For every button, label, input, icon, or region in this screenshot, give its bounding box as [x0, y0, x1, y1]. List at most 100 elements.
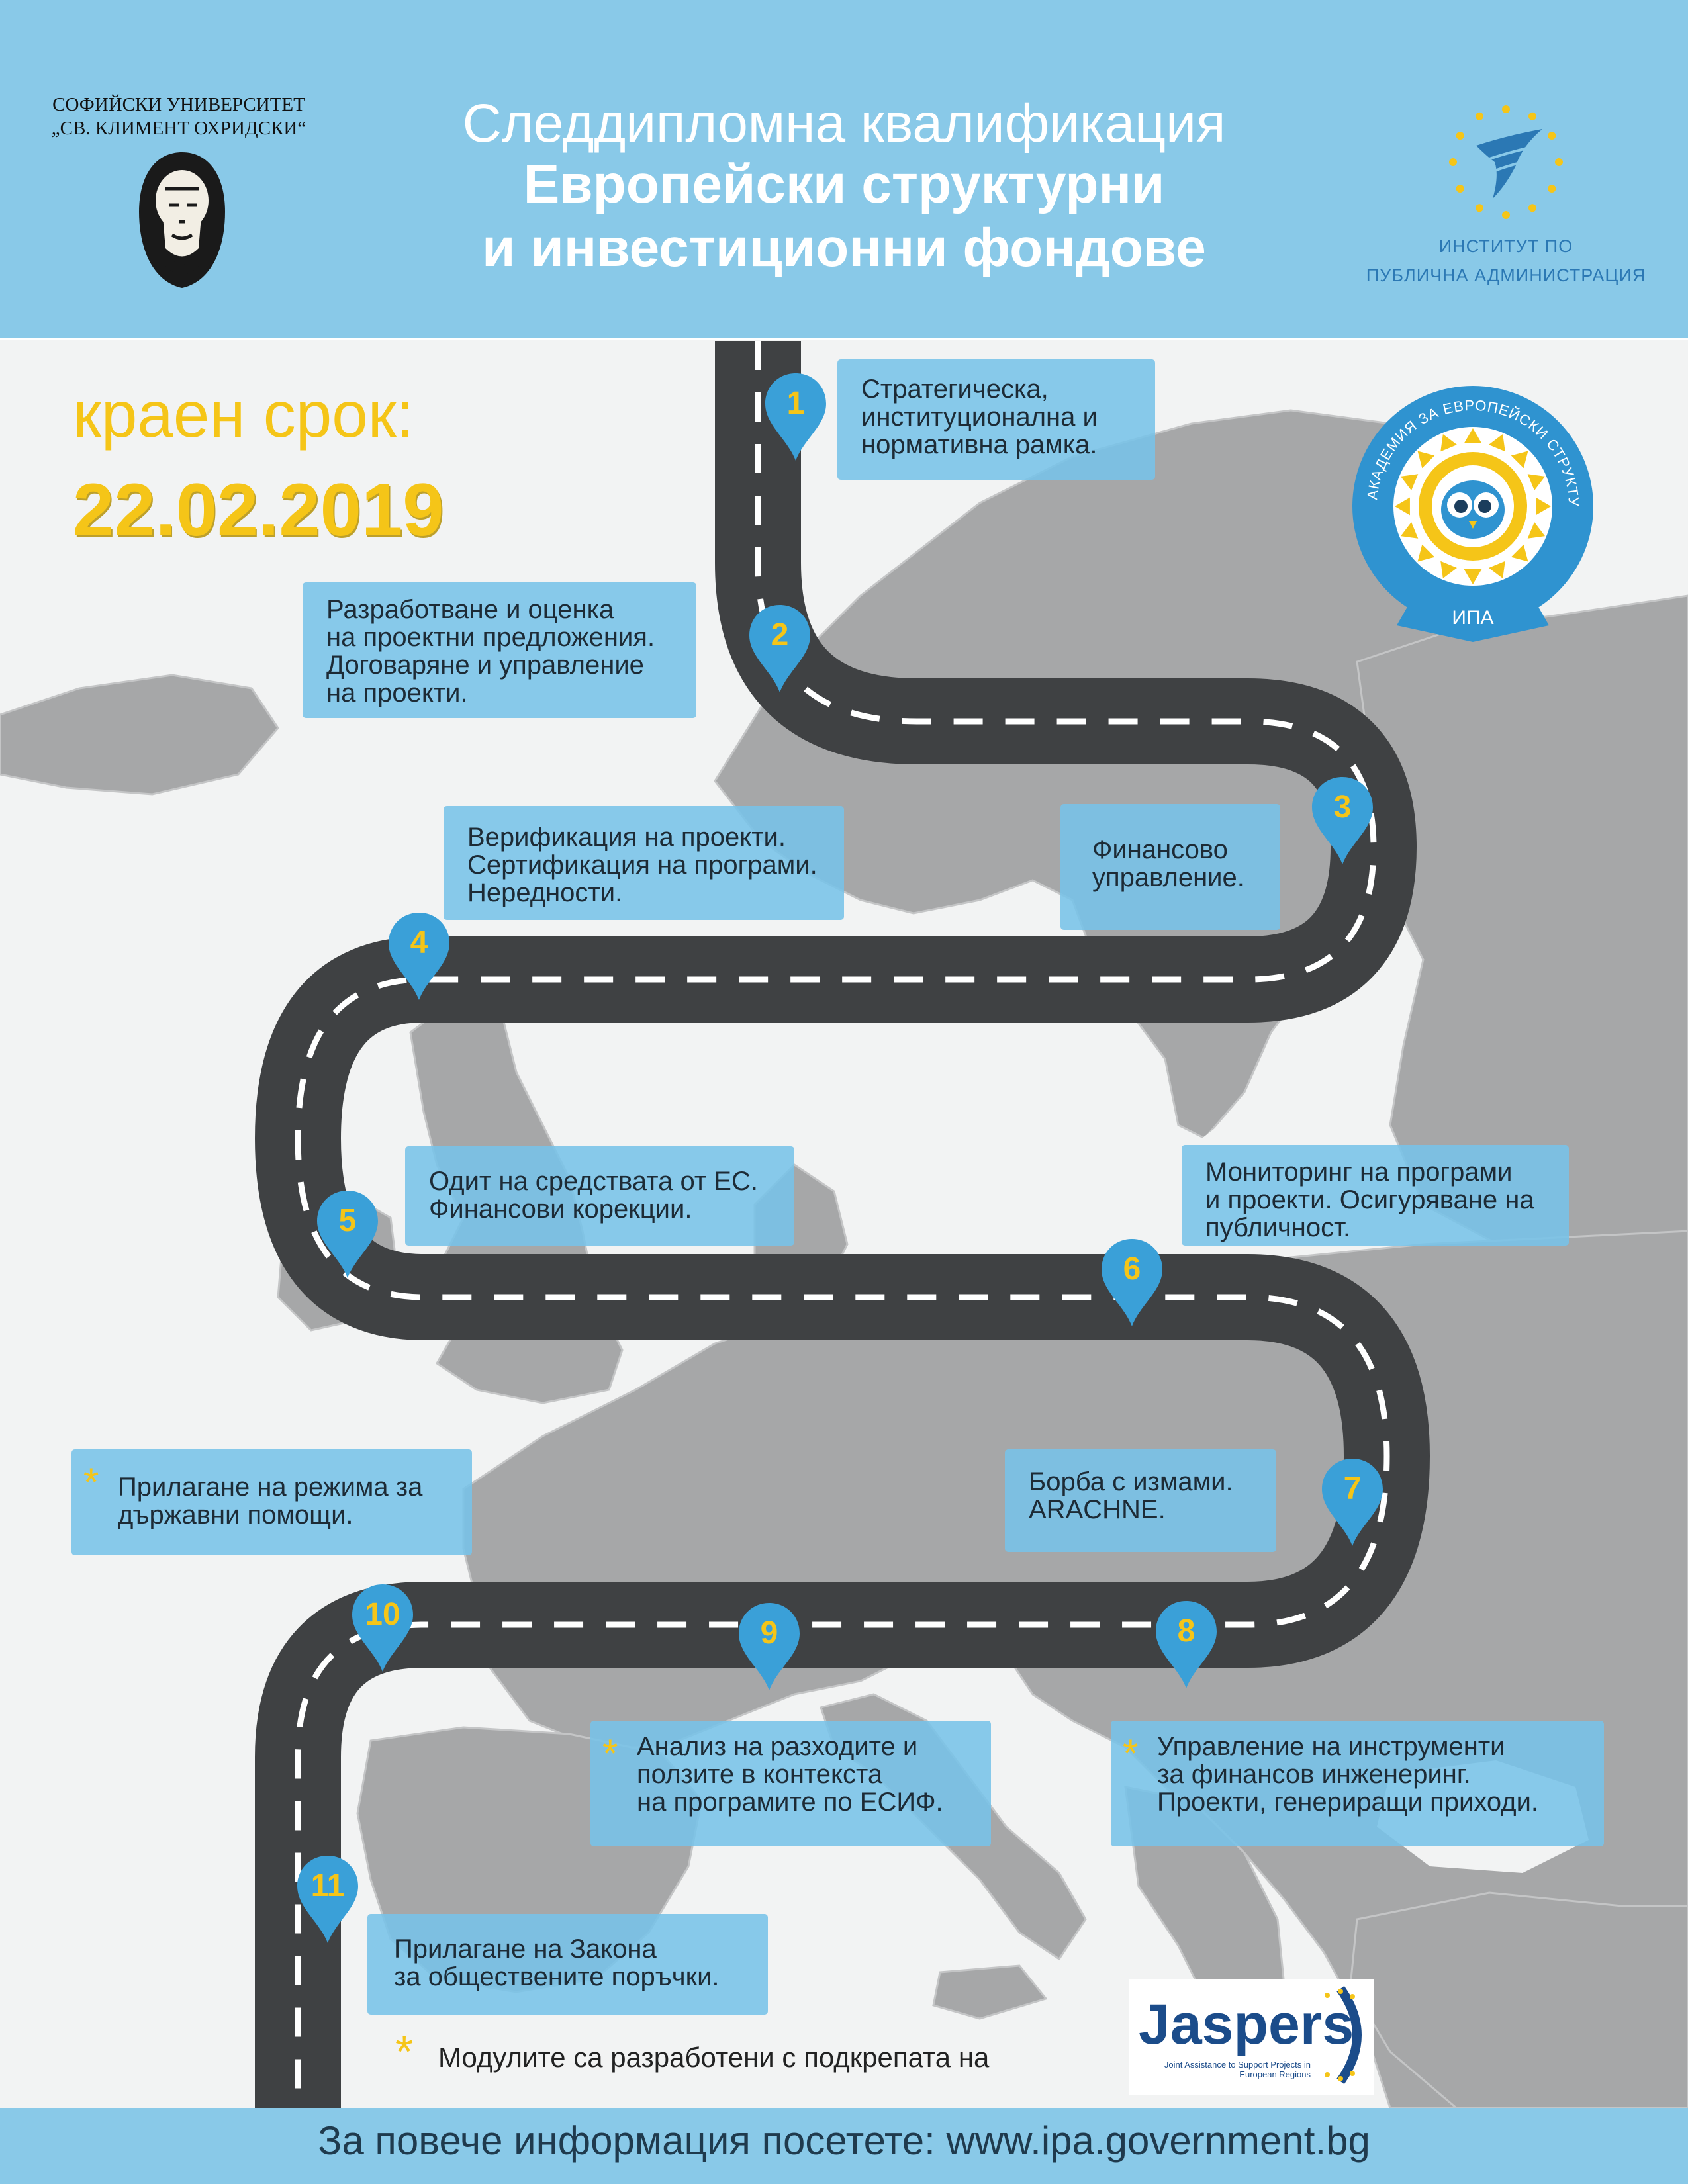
- eu-star-icon: [1449, 158, 1457, 166]
- module-7-text: Борба с измами.: [1029, 1467, 1233, 1496]
- eu-star-icon: [1528, 112, 1536, 120]
- module-2-box: Разработване и оценка на проектни предло…: [303, 582, 696, 718]
- page-title-line1: Следдипломна квалификация: [462, 93, 1226, 154]
- eu-star-icon: [1476, 204, 1483, 212]
- module-7-box: Борба с измами. ARACHNE.: [1005, 1449, 1276, 1552]
- module-4-text: Сертификация на програми.: [467, 850, 818, 880]
- footer-bar: [0, 2108, 1688, 2184]
- eu-stars-bird-logo-icon: [1449, 105, 1563, 219]
- map-pin-icon: [1102, 1239, 1162, 1326]
- module-5-box: Одит на средствата от ЕС. Финансови коре…: [405, 1146, 794, 1246]
- university-name: СОФИЙСКИ УНИВЕРСИТЕТ „СВ. КЛИМЕНТ ОХРИДС…: [40, 93, 318, 140]
- map-pin-icon: [352, 1584, 413, 1672]
- sun-ray-icon: [1417, 544, 1435, 562]
- page-title-line3: и инвестиционни фондове: [482, 218, 1206, 278]
- sun-ray-icon: [1400, 522, 1419, 539]
- sun-ray-icon: [1511, 451, 1528, 469]
- pin-7: 7: [1319, 1456, 1385, 1549]
- pin-5: 5: [314, 1188, 381, 1281]
- pin-3: 3: [1309, 774, 1376, 867]
- pin-3-number: 3: [1333, 790, 1352, 825]
- university-name-line1: СОФИЙСКИ УНИВЕРСИТЕТ: [52, 94, 305, 115]
- module-3-text: управление.: [1092, 863, 1244, 892]
- module-9-text: на програмите по ЕСИФ.: [637, 1788, 943, 1817]
- map-pin-icon: [739, 1603, 800, 1690]
- module-2-text: Договаряне и управление: [326, 651, 644, 680]
- jaspers-logo-subtitle: Joint Assistance to Support Projects in …: [1164, 2060, 1311, 2079]
- module-5-text: Финансови корекции.: [429, 1195, 692, 1224]
- map-pin-icon: [317, 1191, 378, 1278]
- page-title-line2: Европейски структурни: [523, 154, 1165, 214]
- map-pin-icon: [1312, 777, 1373, 864]
- deadline-label: краен срок:: [73, 378, 414, 451]
- header-banner: [0, 0, 1688, 340]
- map-pin-icon: [297, 1856, 358, 1943]
- sun-ray-icon: [1395, 497, 1410, 516]
- module-11-text: за обществените поръчки.: [394, 1962, 720, 1991]
- pin-5-number: 5: [338, 1203, 357, 1238]
- module-1-box: Стратегическа, институционална и нормати…: [837, 359, 1155, 480]
- module-10-text: държавни помощи.: [118, 1500, 353, 1529]
- pin-8: 8: [1153, 1598, 1219, 1691]
- eu-star-icon: [1528, 204, 1536, 212]
- footer-website-text: За повече информация посетете: www.ipa.g…: [318, 2118, 1370, 2163]
- eu-star-icon: [1502, 105, 1510, 113]
- module-6-box: Мониторинг на програми и проекти. Осигур…: [1182, 1145, 1569, 1246]
- pin-1-number: 1: [786, 386, 805, 421]
- jaspers-logo-text: Jaspers: [1139, 1993, 1354, 2056]
- pin-11-number: 11: [310, 1868, 345, 1903]
- pin-4-number: 4: [410, 925, 428, 960]
- sun-ray-icon: [1489, 561, 1505, 579]
- module-4-box: Верификация на проекти. Сертификация на …: [444, 806, 844, 920]
- map-pin-icon: [749, 605, 810, 692]
- institute-name: ИНСТИТУТ ПО ПУБЛИЧНА АДМИНИСТРАЦИЯ: [1337, 232, 1675, 290]
- footnote-text: Модулите са разработени с подкрепата на: [438, 2042, 990, 2073]
- module-7-text: ARACHNE.: [1029, 1495, 1166, 1524]
- pin-2-number: 2: [771, 617, 789, 653]
- eu-star-icon: [1502, 211, 1510, 219]
- module-9-text: Анализ на разходите и: [637, 1732, 918, 1761]
- eu-stars-ring-icon: [1325, 1985, 1362, 2085]
- sun-ray-icon: [1464, 569, 1482, 584]
- pin-6: 6: [1099, 1236, 1165, 1329]
- module-4-text: Нередности.: [467, 878, 623, 907]
- module-1-text: Стратегическа,: [861, 375, 1049, 404]
- eu-star-icon: [1456, 132, 1464, 140]
- asterisk-icon: *: [602, 1731, 618, 1776]
- module-9-text: ползите в контекста: [637, 1760, 883, 1789]
- module-8-box: * Управление на инструменти за финансов …: [1111, 1721, 1604, 1846]
- deadline-date: 22.02.2019: [73, 469, 444, 551]
- pin-6-number: 6: [1123, 1251, 1141, 1287]
- sun-ray-icon: [1464, 428, 1482, 443]
- asterisk-icon: *: [83, 1460, 99, 1504]
- module-1-text: нормативна рамка.: [861, 430, 1098, 459]
- map-pin-icon: [765, 373, 826, 461]
- pin-10: 10: [350, 1582, 416, 1674]
- map-pin-icon: [1322, 1459, 1383, 1546]
- sun-ray-icon: [1440, 433, 1457, 452]
- eu-star-icon: [1548, 132, 1556, 140]
- pin-9-number: 9: [760, 1615, 778, 1651]
- asterisk-icon: *: [395, 2026, 414, 2077]
- module-6-text: публичност.: [1205, 1213, 1351, 1242]
- jaspers-logo: [1129, 1979, 1374, 2095]
- owl-sun-icon: АКАДЕМИЯ ЗА ЕВРОПЕЙСКИ СТРУКТУРНИ И ИНВЕ…: [1347, 381, 1593, 642]
- module-3-text: Финансово: [1092, 835, 1228, 864]
- pin-7-number: 7: [1343, 1471, 1362, 1506]
- pin-8-number: 8: [1177, 1614, 1196, 1649]
- module-2-text: на проекти.: [326, 678, 468, 707]
- eu-star-icon: [1548, 185, 1556, 193]
- pin-4: 4: [386, 910, 452, 1003]
- eu-star-icon: [1476, 112, 1483, 120]
- sun-ray-icon: [1440, 561, 1457, 579]
- module-1-text: институционална и: [861, 402, 1098, 432]
- sun-ray-icon: [1527, 474, 1546, 490]
- module-3-box: Финансово управление.: [1060, 804, 1280, 930]
- module-6-text: и проекти. Осигуряване на: [1205, 1185, 1534, 1214]
- module-11-text: Прилагане на Закона: [394, 1934, 657, 1964]
- institute-name-line2: ПУБЛИЧНА АДМИНИСТРАЦИЯ: [1366, 265, 1646, 285]
- pin-2: 2: [747, 602, 813, 695]
- module-6-text: Мониторинг на програми: [1205, 1158, 1513, 1187]
- pin-9: 9: [736, 1600, 802, 1693]
- eu-star-icon: [1555, 158, 1563, 166]
